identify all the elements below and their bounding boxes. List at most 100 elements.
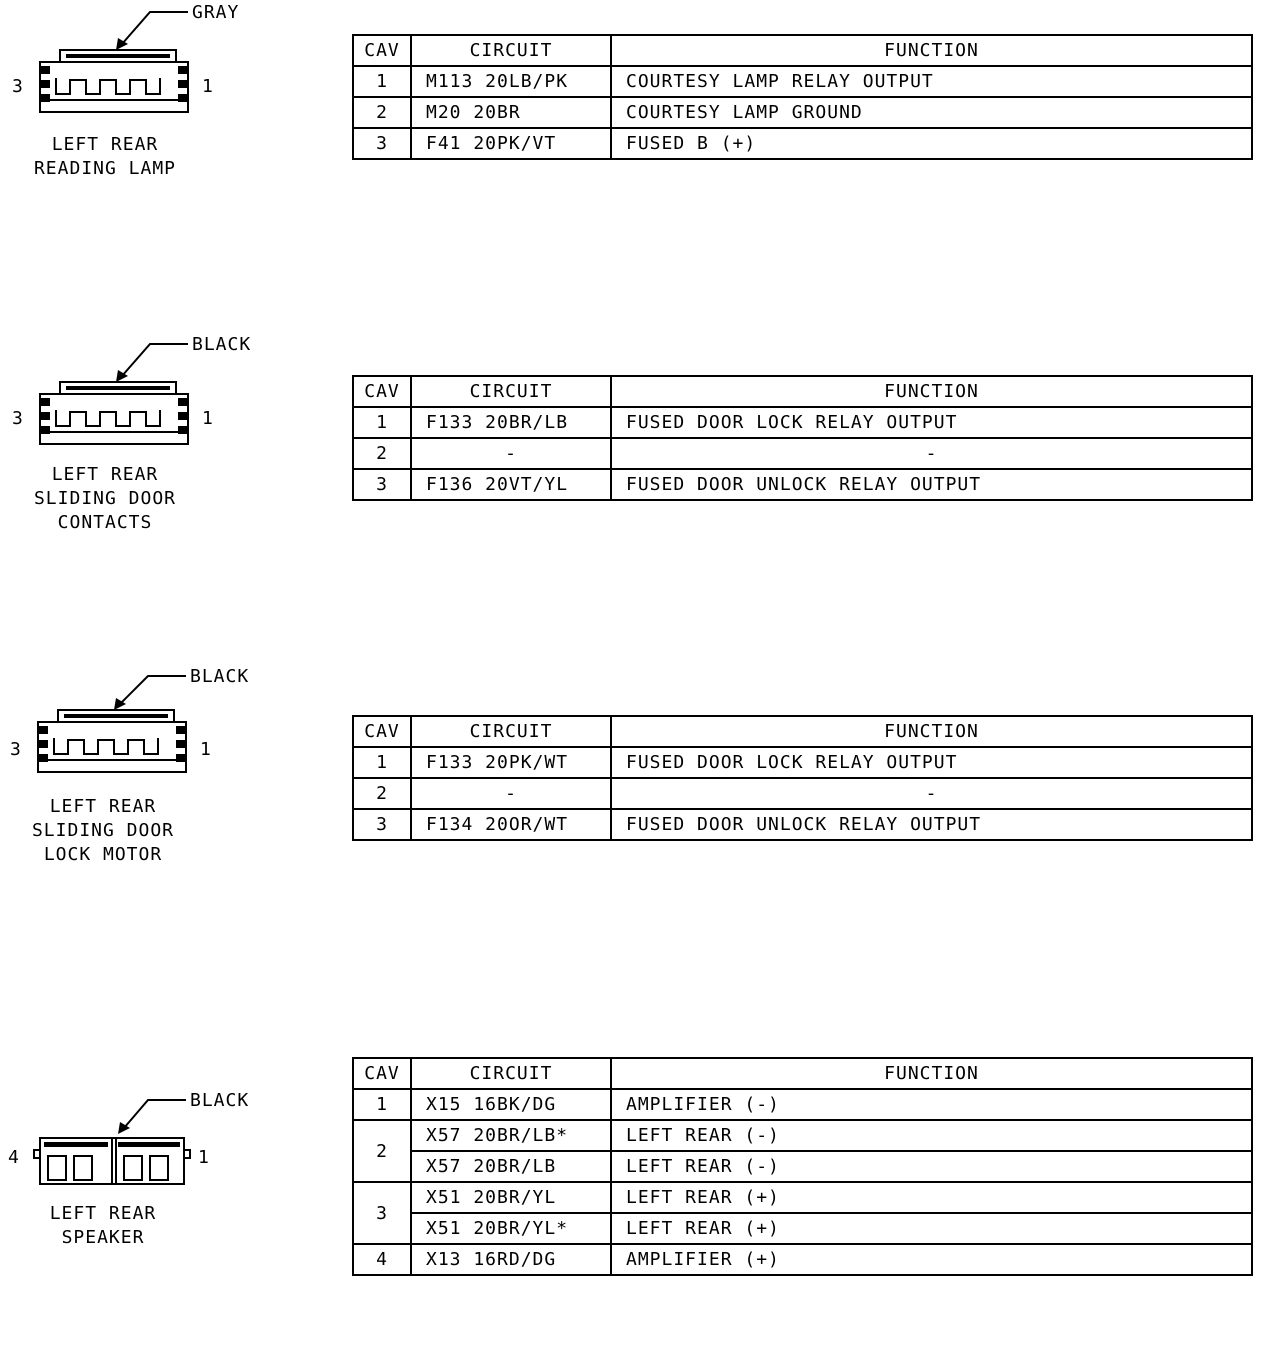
cav-cell: 1 [352,746,412,779]
cav-cell: 2 [352,777,412,810]
function-cell: LEFT REAR (-) [610,1150,1253,1183]
connector-color-label: BLACK [190,1090,250,1111]
table-row: 1 F133 20PK/WT FUSED DOOR LOCK RELAY OUT… [352,746,1253,779]
pinout-table: CAV CIRCUIT FUNCTION 1 F133 20PK/WT FUSE… [352,715,1253,841]
header-circuit: CIRCUIT [410,34,612,67]
header-cav: CAV [352,375,412,408]
cav-cell: 2 [352,1119,412,1183]
header-circuit: CIRCUIT [410,715,612,748]
table-row: 3 F134 20OR/WT FUSED DOOR UNLOCK RELAY O… [352,808,1253,841]
function-cell: AMPLIFIER (+) [610,1243,1253,1276]
function-cell: LEFT REAR (+) [610,1181,1253,1214]
table-row: 1 X15 16BK/DG AMPLIFIER (-) [352,1088,1253,1121]
pin-label-right: 1 [202,408,214,429]
circuit-cell: F134 20OR/WT [410,808,612,841]
pin-label-left: 3 [12,408,24,429]
circuit-cell: F41 20PK/VT [410,127,612,160]
table-row: 3 F136 20VT/YL FUSED DOOR UNLOCK RELAY O… [352,468,1253,501]
table-row: 4 X13 16RD/DG AMPLIFIER (+) [352,1243,1253,1276]
header-circuit: CIRCUIT [410,375,612,408]
connector-color-label: BLACK [190,666,250,687]
pinout-table: CAV CIRCUIT FUNCTION 1 M113 20LB/PK COUR… [352,34,1253,160]
pinout-table: CAV CIRCUIT FUNCTION 1 X15 16BK/DG AMPLI… [352,1057,1253,1276]
cav-cell: 1 [352,406,412,439]
circuit-cell: F133 20BR/LB [410,406,612,439]
connector-diagram: GRAY 3 1 LEFT REAR READING LAMP [0,0,300,300]
pinout-table: CAV CIRCUIT FUNCTION 1 F133 20BR/LB FUSE… [352,375,1253,501]
connector-3-pin-icon [37,675,187,773]
circuit-cell: F133 20PK/WT [410,746,612,779]
table-row: X57 20BR/LB LEFT REAR (-) [353,1150,1253,1183]
circuit-cell: X13 16RD/DG [410,1243,612,1276]
pin-label-right: 1 [200,739,212,760]
circuit-cell: M113 20LB/PK [410,65,612,98]
connector-4-pin-icon [33,1099,191,1185]
circuit-cell: X51 20BR/YL* [410,1212,612,1245]
table-header-row: CAV CIRCUIT FUNCTION [352,1057,1253,1090]
cav-cell: 1 [352,1088,412,1121]
connector-color-label: BLACK [192,334,252,355]
cav-cell: 3 [352,468,412,501]
table-row: X51 20BR/YL* LEFT REAR (+) [353,1212,1253,1245]
header-cav: CAV [352,1057,412,1090]
cav-cell: 3 [352,1181,412,1245]
table-header-row: CAV CIRCUIT FUNCTION [352,375,1253,408]
circuit-cell: X57 20BR/LB* [410,1119,612,1152]
header-function: FUNCTION [610,1057,1253,1090]
function-cell: LEFT REAR (+) [610,1212,1253,1245]
function-cell: COURTESY LAMP RELAY OUTPUT [610,65,1253,98]
connector-diagram: BLACK 4 1 LEFT REAR SPEAKER [0,1056,300,1356]
connector-diagram: BLACK 3 1 LEFT REAR SLIDING DOOR LOCK MO… [0,664,300,964]
header-function: FUNCTION [610,34,1253,67]
connector-name: LEFT REAR SPEAKER [49,1203,157,1248]
table-row: 2 X57 20BR/LB* LEFT REAR (-) [352,1119,1253,1183]
function-cell: FUSED DOOR UNLOCK RELAY OUTPUT [610,468,1253,501]
cav-cell: 4 [352,1243,412,1276]
circuit-cell: X51 20BR/YL [410,1181,612,1214]
connector-diagram: BLACK 3 1 LEFT REAR SLIDING DOOR CONTACT… [0,332,300,632]
connector-3-pin-icon [39,343,189,445]
circuit-cell: - [410,777,612,810]
function-cell: - [610,437,1253,470]
function-cell: COURTESY LAMP GROUND [610,96,1253,129]
header-function: FUNCTION [610,715,1253,748]
header-cav: CAV [352,34,412,67]
header-circuit: CIRCUIT [410,1057,612,1090]
table-row: 1 F133 20BR/LB FUSED DOOR LOCK RELAY OUT… [352,406,1253,439]
cav-cell: 3 [352,127,412,160]
pin-label-left: 4 [8,1147,20,1168]
cav-cell: 2 [352,437,412,470]
table-header-row: CAV CIRCUIT FUNCTION [352,34,1253,67]
pin-label-left: 3 [10,739,22,760]
circuit-cell: - [410,437,612,470]
circuit-cell: X57 20BR/LB [410,1150,612,1183]
function-cell: LEFT REAR (-) [610,1119,1253,1152]
pin-label-right: 1 [202,76,214,97]
function-cell: FUSED B (+) [610,127,1253,160]
table-row: 3 F41 20PK/VT FUSED B (+) [352,127,1253,160]
table-header-row: CAV CIRCUIT FUNCTION [352,715,1253,748]
cav-cell: 1 [352,65,412,98]
circuit-cell: X15 16BK/DG [410,1088,612,1121]
connector-3-pin-icon [39,11,189,113]
pin-label-right: 1 [198,1147,210,1168]
connector-name: LEFT REAR SLIDING DOOR LOCK MOTOR [31,796,175,865]
table-row: 3 X51 20BR/YL LEFT REAR (+) [352,1181,1253,1245]
cav-cell: 3 [352,808,412,841]
connector-color-label: GRAY [192,2,240,23]
circuit-cell: F136 20VT/YL [410,468,612,501]
function-cell: - [610,777,1253,810]
connector-name: LEFT REAR SLIDING DOOR CONTACTS [33,464,177,533]
table-row: 1 M113 20LB/PK COURTESY LAMP RELAY OUTPU… [352,65,1253,98]
header-function: FUNCTION [610,375,1253,408]
connector-name: LEFT REAR READING LAMP [33,134,177,179]
function-cell: FUSED DOOR LOCK RELAY OUTPUT [610,406,1253,439]
pin-label-left: 3 [12,76,24,97]
circuit-cell: M20 20BR [410,96,612,129]
function-cell: AMPLIFIER (-) [610,1088,1253,1121]
function-cell: FUSED DOOR UNLOCK RELAY OUTPUT [610,808,1253,841]
table-row: 2 M20 20BR COURTESY LAMP GROUND [352,96,1253,129]
table-row: 2 - - [352,777,1253,810]
function-cell: FUSED DOOR LOCK RELAY OUTPUT [610,746,1253,779]
table-row: 2 - - [352,437,1253,470]
